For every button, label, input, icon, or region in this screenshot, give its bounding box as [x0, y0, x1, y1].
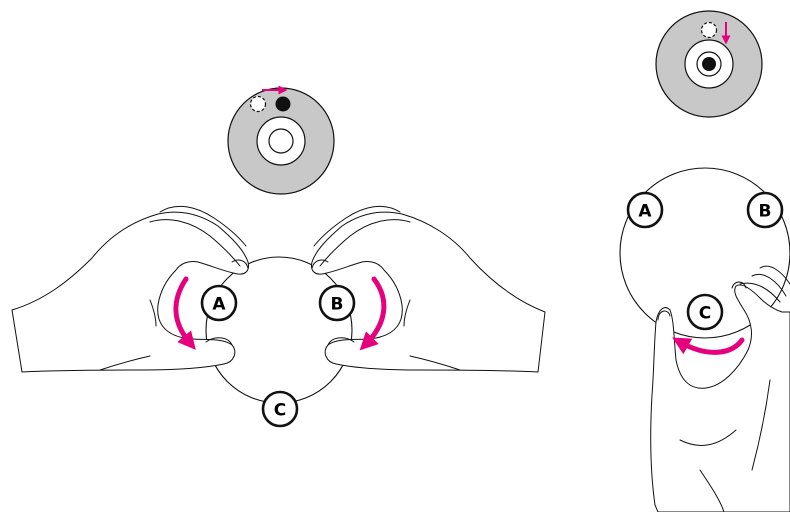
label-c-right: C: [686, 293, 724, 331]
right-hand: [311, 205, 546, 373]
right-hand-nail: [311, 259, 329, 269]
label-a-text: A: [638, 202, 652, 222]
holding-hand-palm: [650, 284, 790, 512]
left-scene: A B C: [11, 85, 546, 428]
holding-hand-crease: [679, 429, 737, 446]
disc-hub: [268, 128, 294, 154]
label-b-left: B: [318, 284, 356, 322]
left-hand-nail: [205, 337, 233, 346]
left-hand-knuckle: [149, 299, 157, 327]
right-hand-finger-line: [319, 219, 411, 267]
holding-hand: [650, 265, 790, 512]
solid-end-position: [275, 96, 291, 112]
curved-arrow-left-icon: [672, 337, 745, 355]
curved-arrow-down-icon: [359, 276, 387, 351]
curved-arrow-down-icon: [173, 276, 196, 350]
right-hand-nail: [327, 337, 355, 346]
dashed-start-position: [700, 21, 718, 39]
right-hand-finger-line: [313, 205, 401, 247]
label-b-text: B: [331, 295, 344, 315]
solid-end-position: [702, 57, 716, 71]
holding-hand-nail: [657, 310, 671, 321]
inset-disc-left: [227, 85, 335, 195]
right-hand-wrist: [409, 355, 461, 371]
right-hand-knuckle: [403, 299, 411, 327]
left-hand-finger-line: [149, 219, 241, 267]
holding-hand-crease: [751, 379, 771, 471]
right-scene: A B C: [619, 10, 790, 512]
label-b-text: B: [759, 202, 772, 222]
holding-hand-nail: [731, 281, 747, 289]
holding-hand-crease: [699, 469, 725, 512]
label-a-left: A: [200, 284, 238, 322]
dashed-start-position: [249, 95, 267, 113]
holding-hand-finger-line: [751, 274, 787, 297]
label-a-right: A: [626, 191, 664, 229]
left-hand-finger-line: [159, 205, 247, 247]
label-c-left: C: [261, 390, 299, 428]
label-c-text: C: [274, 401, 286, 421]
left-hand-nail: [231, 259, 249, 269]
left-hand-palm: [11, 211, 249, 373]
left-hand-wrist: [99, 355, 151, 371]
right-hand-palm: [311, 211, 546, 373]
holding-hand-finger-line: [759, 265, 790, 285]
left-hand: [11, 205, 249, 373]
round-object-left: [205, 256, 353, 404]
label-c-text: C: [699, 304, 711, 324]
label-b-right: B: [746, 191, 784, 229]
label-a-text: A: [212, 295, 226, 315]
inset-disc-right: [655, 10, 763, 118]
